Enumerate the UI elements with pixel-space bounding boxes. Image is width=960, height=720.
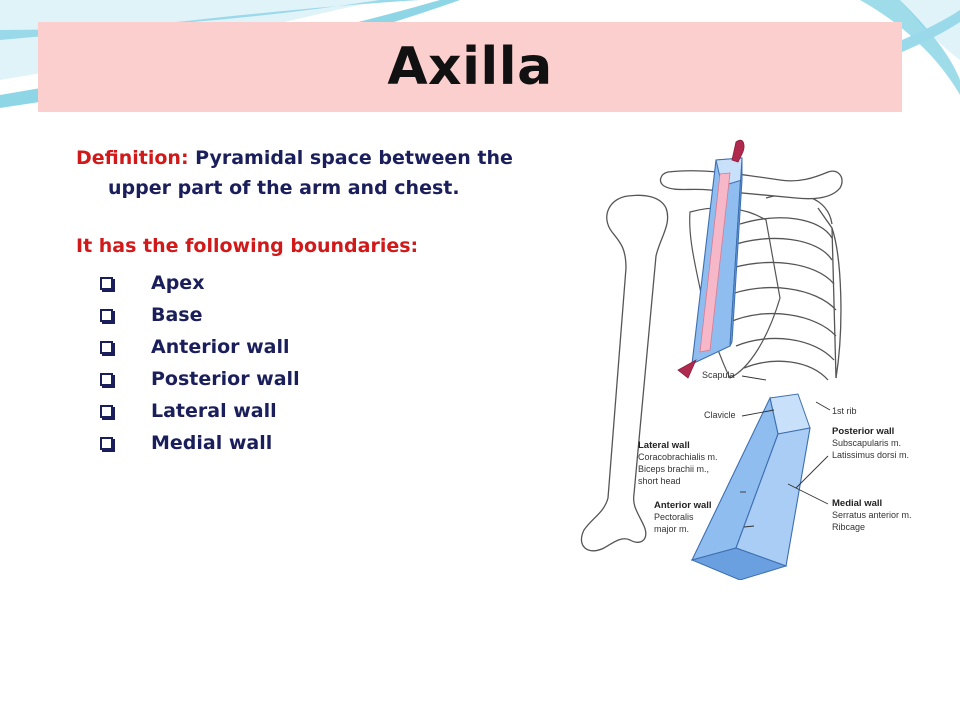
boundary-label: Base bbox=[151, 304, 203, 326]
clavicle-bone bbox=[659, 170, 843, 200]
anterior-wall-label: Anterior wall bbox=[654, 500, 712, 511]
list-item: Anterior wall bbox=[100, 331, 300, 363]
list-item: Medial wall bbox=[100, 427, 300, 459]
posterior-wall-muscle-2: Latissimus dorsi m. bbox=[832, 450, 909, 460]
boundary-label: Lateral wall bbox=[151, 400, 277, 422]
posterior-wall-label: Posterior wall bbox=[832, 426, 894, 437]
boundaries-heading: It has the following boundaries: bbox=[76, 235, 419, 257]
medial-wall-label: Medial wall bbox=[832, 498, 882, 509]
clavicle-label: Clavicle bbox=[704, 410, 736, 420]
list-item: Base bbox=[100, 299, 300, 331]
axilla-illustration: Scapula Clavicle 1st rib Posterior wall … bbox=[580, 139, 912, 580]
list-item: Posterior wall bbox=[100, 363, 300, 395]
upper-pyramid bbox=[691, 157, 743, 365]
lateral-wall-muscle-2: Biceps brachii m., bbox=[638, 464, 709, 474]
ribcage bbox=[725, 193, 842, 381]
slide-title: Axilla bbox=[387, 37, 553, 97]
checkbox-bullet-icon bbox=[100, 404, 113, 418]
definition-label: Definition: bbox=[76, 147, 189, 169]
boundary-label: Medial wall bbox=[151, 432, 273, 454]
leader-lines bbox=[740, 375, 831, 528]
boundary-label: Posterior wall bbox=[151, 368, 300, 390]
title-bar: Axilla bbox=[38, 22, 902, 112]
checkbox-bullet-icon bbox=[100, 372, 113, 386]
definition-text-line1: Pyramidal space between the bbox=[188, 147, 513, 169]
scapula-label: Scapula bbox=[702, 370, 735, 380]
list-item: Apex bbox=[100, 267, 300, 299]
checkbox-bullet-icon bbox=[100, 340, 113, 354]
medial-wall-muscle-2: Ribcage bbox=[832, 522, 865, 532]
lateral-wall-label: Lateral wall bbox=[638, 440, 690, 451]
list-item: Lateral wall bbox=[100, 395, 300, 427]
anterior-wall-muscle-1: Pectoralis bbox=[654, 512, 694, 522]
checkbox-bullet-icon bbox=[100, 436, 113, 450]
first-rib-label: 1st rib bbox=[832, 406, 857, 416]
posterior-wall-muscle-1: Subscapularis m. bbox=[832, 438, 901, 448]
definition-block: Definition: Pyramidal space between the … bbox=[76, 143, 606, 203]
checkbox-bullet-icon bbox=[100, 308, 113, 322]
definition-text-line2: upper part of the arm and chest. bbox=[108, 177, 460, 199]
arrow-icon bbox=[677, 139, 745, 379]
boundary-label: Apex bbox=[151, 272, 205, 294]
checkbox-bullet-icon bbox=[100, 276, 113, 290]
anterior-wall-muscle-2: major m. bbox=[654, 524, 689, 534]
lower-pyramid bbox=[690, 393, 811, 580]
humerus-bone bbox=[580, 194, 669, 552]
boundary-label: Anterior wall bbox=[151, 336, 290, 358]
medial-wall-muscle-1: Serratus anterior m. bbox=[832, 510, 912, 520]
lateral-wall-muscle-1: Coracobrachialis m. bbox=[638, 452, 718, 462]
boundary-list: Apex Base Anterior wall Posterior wall L… bbox=[100, 267, 300, 459]
lateral-wall-muscle-3: short head bbox=[638, 476, 681, 486]
